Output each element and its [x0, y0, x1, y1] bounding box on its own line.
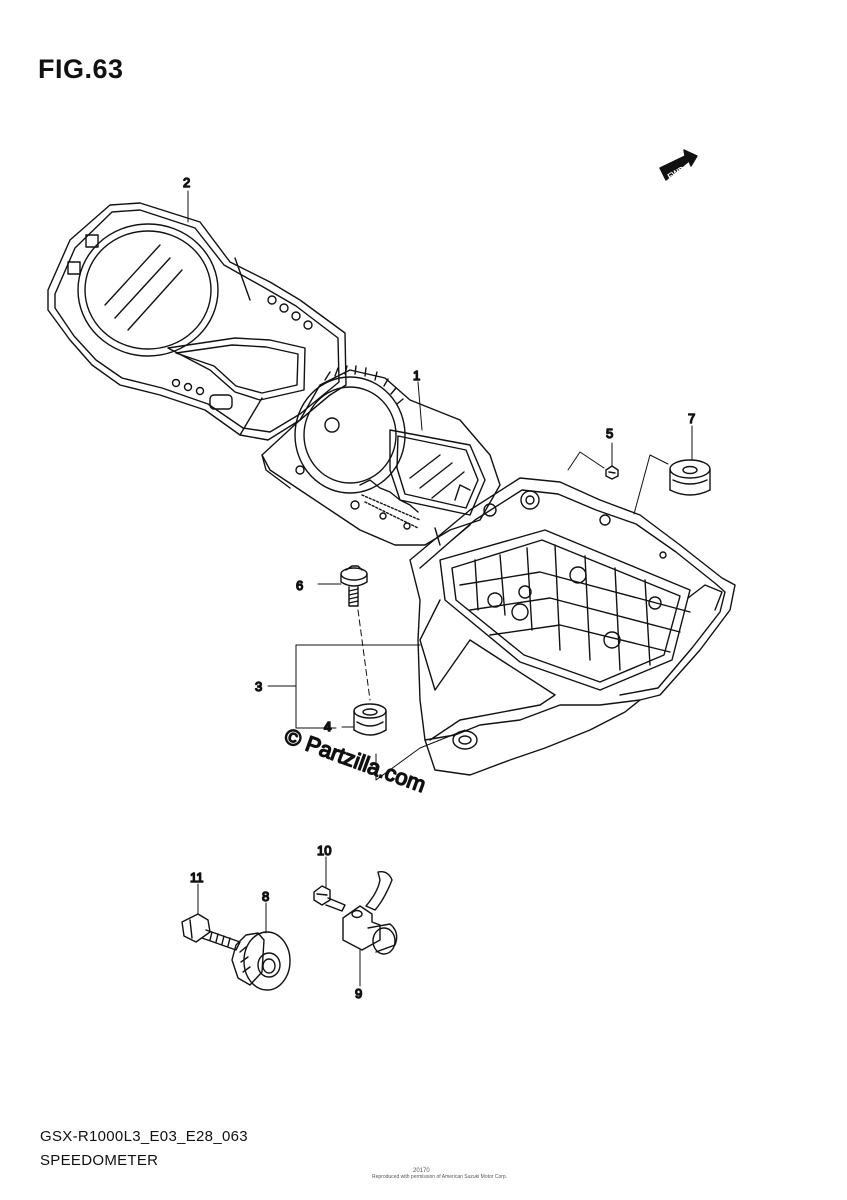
callout-11: 11: [190, 870, 204, 885]
callout-7: 7: [688, 411, 695, 426]
meter-assembly-part-1: [261, 365, 501, 546]
rubber-mount-part-4: [353, 703, 387, 736]
callout-3: 3: [255, 679, 262, 694]
model-code: GSX-R1000L3_E03_E28_063: [40, 1128, 248, 1145]
sensor-rotor-part-8: [231, 931, 291, 991]
leader-lines: [187, 190, 693, 987]
screw-part-10: [313, 885, 346, 912]
partzilla-watermark: © Partzilla.com: [281, 723, 429, 797]
page-mark: 20170: [413, 1168, 430, 1174]
fwd-arrow-icon: FWD: [659, 149, 698, 181]
part-group-name: SPEEDOMETER: [40, 1152, 159, 1169]
callout-1: 1: [413, 368, 420, 383]
callout-2: 2: [183, 175, 190, 190]
callout-8: 8: [262, 889, 269, 904]
bolt-part-11: [181, 913, 241, 951]
callout-9: 9: [355, 986, 362, 1001]
meter-cover-part-2: [47, 202, 347, 441]
callout-4: 4: [324, 719, 332, 734]
meter-case-part-3: [409, 477, 736, 776]
callout-5: 5: [606, 426, 613, 441]
callout-6: 6: [296, 578, 303, 593]
figure-title: FIG.63: [38, 54, 124, 84]
bolt-part-6: [340, 565, 368, 607]
grommet-part-7: [669, 459, 711, 496]
speed-sensor-part-9: [342, 870, 398, 955]
copyright-fine-print: Reproduced with permission of American S…: [372, 1174, 508, 1180]
screw-part-5: [605, 465, 619, 480]
callout-10: 10: [317, 843, 331, 858]
